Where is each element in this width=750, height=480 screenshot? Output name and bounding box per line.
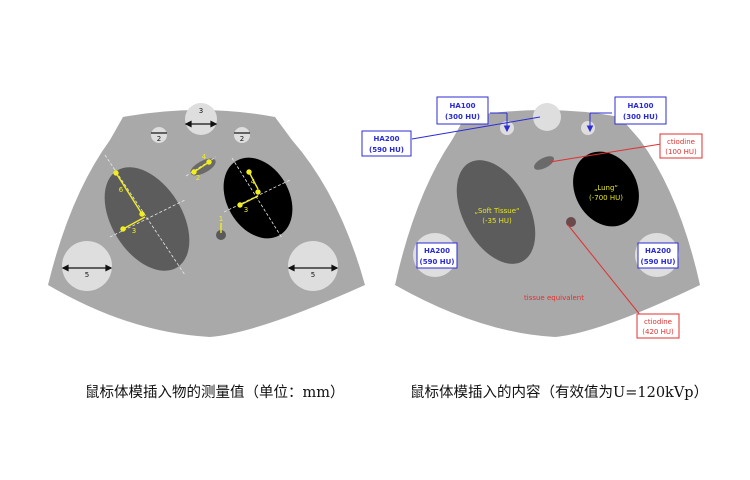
left-top-insert: [185, 103, 217, 135]
label-ctiodine-top-line1: ctiodine: [667, 138, 695, 146]
left-bottom-insert-left: [62, 241, 112, 291]
label-ha200-top-line1: HA200: [374, 135, 400, 143]
dim-soft-tissue-long: 6: [119, 186, 124, 194]
dim-soft-tissue-short: 3: [132, 227, 136, 235]
label-ctiodine-bottom-line2: (420 HU): [642, 328, 674, 336]
right-panel: HA100 (300 HU) HA100 (300 HU) HA200 (590…: [361, 96, 703, 339]
label-ctiodine-top-line2: (100 HU): [665, 148, 697, 156]
label-ha100-left: HA100 (300 HU): [436, 96, 489, 125]
label-ctiodine-bottom: ctiodine (420 HU): [636, 313, 680, 339]
label-ha200-left-line1: HA200: [424, 247, 450, 255]
right-soft-tissue-ellipse: [456, 160, 536, 264]
right-caption: 鼠标体模插入的内容（有效值为U=120kVp）: [410, 385, 709, 401]
label-ha200-right: HA200 (590 HU): [637, 242, 679, 269]
left-small-insert-right: [234, 127, 250, 143]
label-ha100-left-line1: HA100: [450, 102, 476, 110]
left-caption: 鼠标体模插入物的测量值（单位：mm）: [85, 385, 345, 401]
label-ctiodine-top: ctiodine (100 HU): [659, 133, 703, 159]
dim-bottom-left: 5: [85, 271, 89, 279]
label-lung-line2: (-700 HU): [589, 194, 623, 202]
left-iodine-dot: [216, 230, 226, 240]
label-ha200-left: HA200 (590 HU): [416, 242, 458, 269]
dim-small-left: 2: [157, 135, 161, 143]
label-ha200-top: HA200 (590 HU): [361, 130, 412, 157]
left-phantom-body: [48, 110, 365, 337]
label-ha100-right: HA100 (300 HU): [614, 96, 667, 125]
label-ha200-right-line1: HA200: [645, 247, 671, 255]
label-soft-tissue-line2: (-35 HU): [482, 217, 512, 225]
label-ha200-left-line2: (590 HU): [420, 258, 455, 266]
left-dimension-lines: [61, 120, 339, 272]
label-ha200-top-line2: (590 HU): [369, 146, 404, 154]
left-bottom-insert-right: [288, 241, 338, 291]
left-panel: 3 2 2 5 5 6 3 4 3 4 2 1: [48, 103, 365, 337]
right-phantom-body: [395, 110, 700, 337]
dim-small-right: 2: [240, 135, 244, 143]
label-ha100-left-line2: (300 HU): [445, 113, 480, 121]
dim-lung-short: 3: [244, 206, 248, 214]
dim-lung-long: 4: [251, 178, 256, 186]
right-iodine-dot: [566, 217, 576, 227]
ha-callout-lines: [411, 112, 612, 140]
dim-iodine-dot: 1: [219, 215, 223, 223]
label-soft-tissue-line1: „Soft Tissue“: [474, 207, 519, 215]
left-small-insert-left: [151, 127, 167, 143]
left-yellow-measures: [113, 159, 261, 233]
right-top-insert: [533, 103, 561, 131]
label-ha100-right-line2: (300 HU): [623, 113, 658, 121]
label-ctiodine-bottom-line1: ctiodine: [644, 318, 672, 326]
iodine-callout-lines: [549, 143, 662, 322]
dim-small-iodine-long: 4: [202, 153, 207, 161]
label-ha200-right-line2: (590 HU): [641, 258, 676, 266]
left-lung-ellipse: [223, 157, 293, 239]
right-lung-ellipse: [573, 151, 639, 227]
label-tissue-equivalent: tissue equivalent: [524, 294, 584, 302]
label-ha100-right-line1: HA100: [628, 102, 654, 110]
right-small-iodine-ellipse: [534, 156, 554, 170]
dim-small-iodine-short: 2: [196, 174, 200, 182]
label-lung-line1: „Lung“: [594, 184, 618, 192]
dim-bottom-right: 5: [311, 271, 315, 279]
dim-top-insert: 3: [199, 107, 203, 115]
